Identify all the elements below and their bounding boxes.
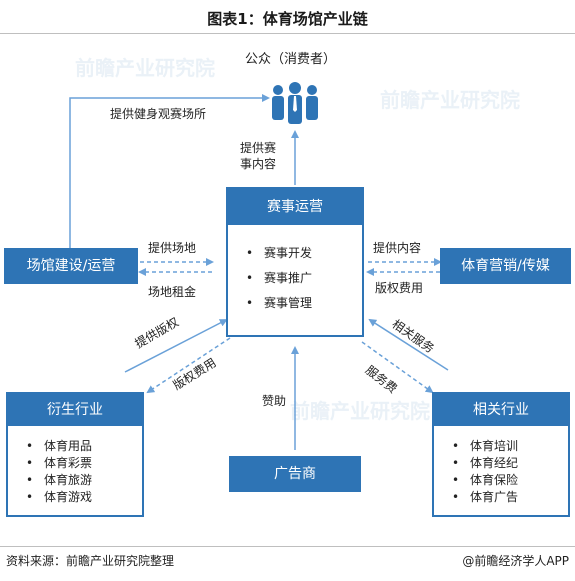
list-item: 体育用品	[26, 438, 92, 455]
edge-related-to-center	[368, 318, 449, 371]
related-industry-list: 体育培训 体育经纪 体育保险 体育广告	[452, 438, 518, 506]
list-item: 赛事管理	[246, 291, 312, 316]
edge-label-provide-venue: 提供场地	[148, 241, 197, 255]
advertiser-box: 广告商	[229, 456, 361, 492]
edge-label-sponsorship: 赞助	[262, 394, 287, 408]
media-box: 体育营销/传媒	[440, 248, 571, 284]
related-industry-box: 相关行业 体育培训 体育经纪 体育保险 体育广告	[432, 392, 570, 517]
footer-brand: @前瞻经济学人APP	[462, 554, 569, 568]
watermark: 前瞻产业研究院	[380, 88, 520, 112]
derivative-industry-box: 衍生行业 体育用品 体育彩票 体育旅游 体育游戏	[6, 392, 144, 517]
footer-divider	[0, 546, 575, 547]
derivative-industry-title: 衍生行业	[8, 394, 142, 426]
related-industry-title: 相关行业	[434, 394, 568, 426]
edge-label-provide-events: 提供赛 事内容	[240, 141, 277, 171]
event-operation-title: 赛事运营	[228, 189, 362, 225]
edge-venue-to-consumer	[69, 94, 270, 248]
list-item: 赛事开发	[246, 241, 312, 266]
list-item: 赛事推广	[246, 266, 312, 291]
list-item: 体育彩票	[26, 455, 92, 472]
list-item: 体育保险	[452, 472, 518, 489]
footer-source: 资料来源：前瞻产业研究院整理	[6, 554, 175, 568]
edge-label-copyright-fee-right: 版权费用	[375, 281, 424, 295]
event-operation-box: 赛事运营 赛事开发 赛事推广 赛事管理	[226, 187, 364, 337]
event-operation-list: 赛事开发 赛事推广 赛事管理	[246, 241, 312, 316]
edge-label-provide-content: 提供内容	[373, 241, 422, 255]
list-item: 体育游戏	[26, 489, 92, 506]
list-item: 体育经纪	[452, 455, 518, 472]
edge-center-to-related	[361, 341, 434, 394]
people-icon	[272, 82, 318, 124]
chart-title: 图表1：体育场馆产业链	[207, 10, 368, 28]
list-item: 体育广告	[452, 489, 518, 506]
venue-box: 场馆建设/运营	[4, 248, 138, 284]
watermark: 前瞻产业研究院	[75, 56, 215, 80]
list-item: 体育培训	[452, 438, 518, 455]
edge-center-to-derivative	[146, 337, 231, 394]
list-item: 体育旅游	[26, 472, 92, 489]
edge-label-fitness-viewing: 提供健身观赛场所	[110, 107, 207, 121]
consumer-label: 公众（消费者）	[245, 52, 337, 67]
edge-label-venue-rent: 场地租金	[148, 285, 197, 299]
title-divider	[0, 33, 575, 34]
watermark: 前瞻产业研究院	[290, 399, 430, 423]
derivative-industry-list: 体育用品 体育彩票 体育旅游 体育游戏	[26, 438, 92, 506]
edge-derivative-to-center	[124, 319, 228, 373]
